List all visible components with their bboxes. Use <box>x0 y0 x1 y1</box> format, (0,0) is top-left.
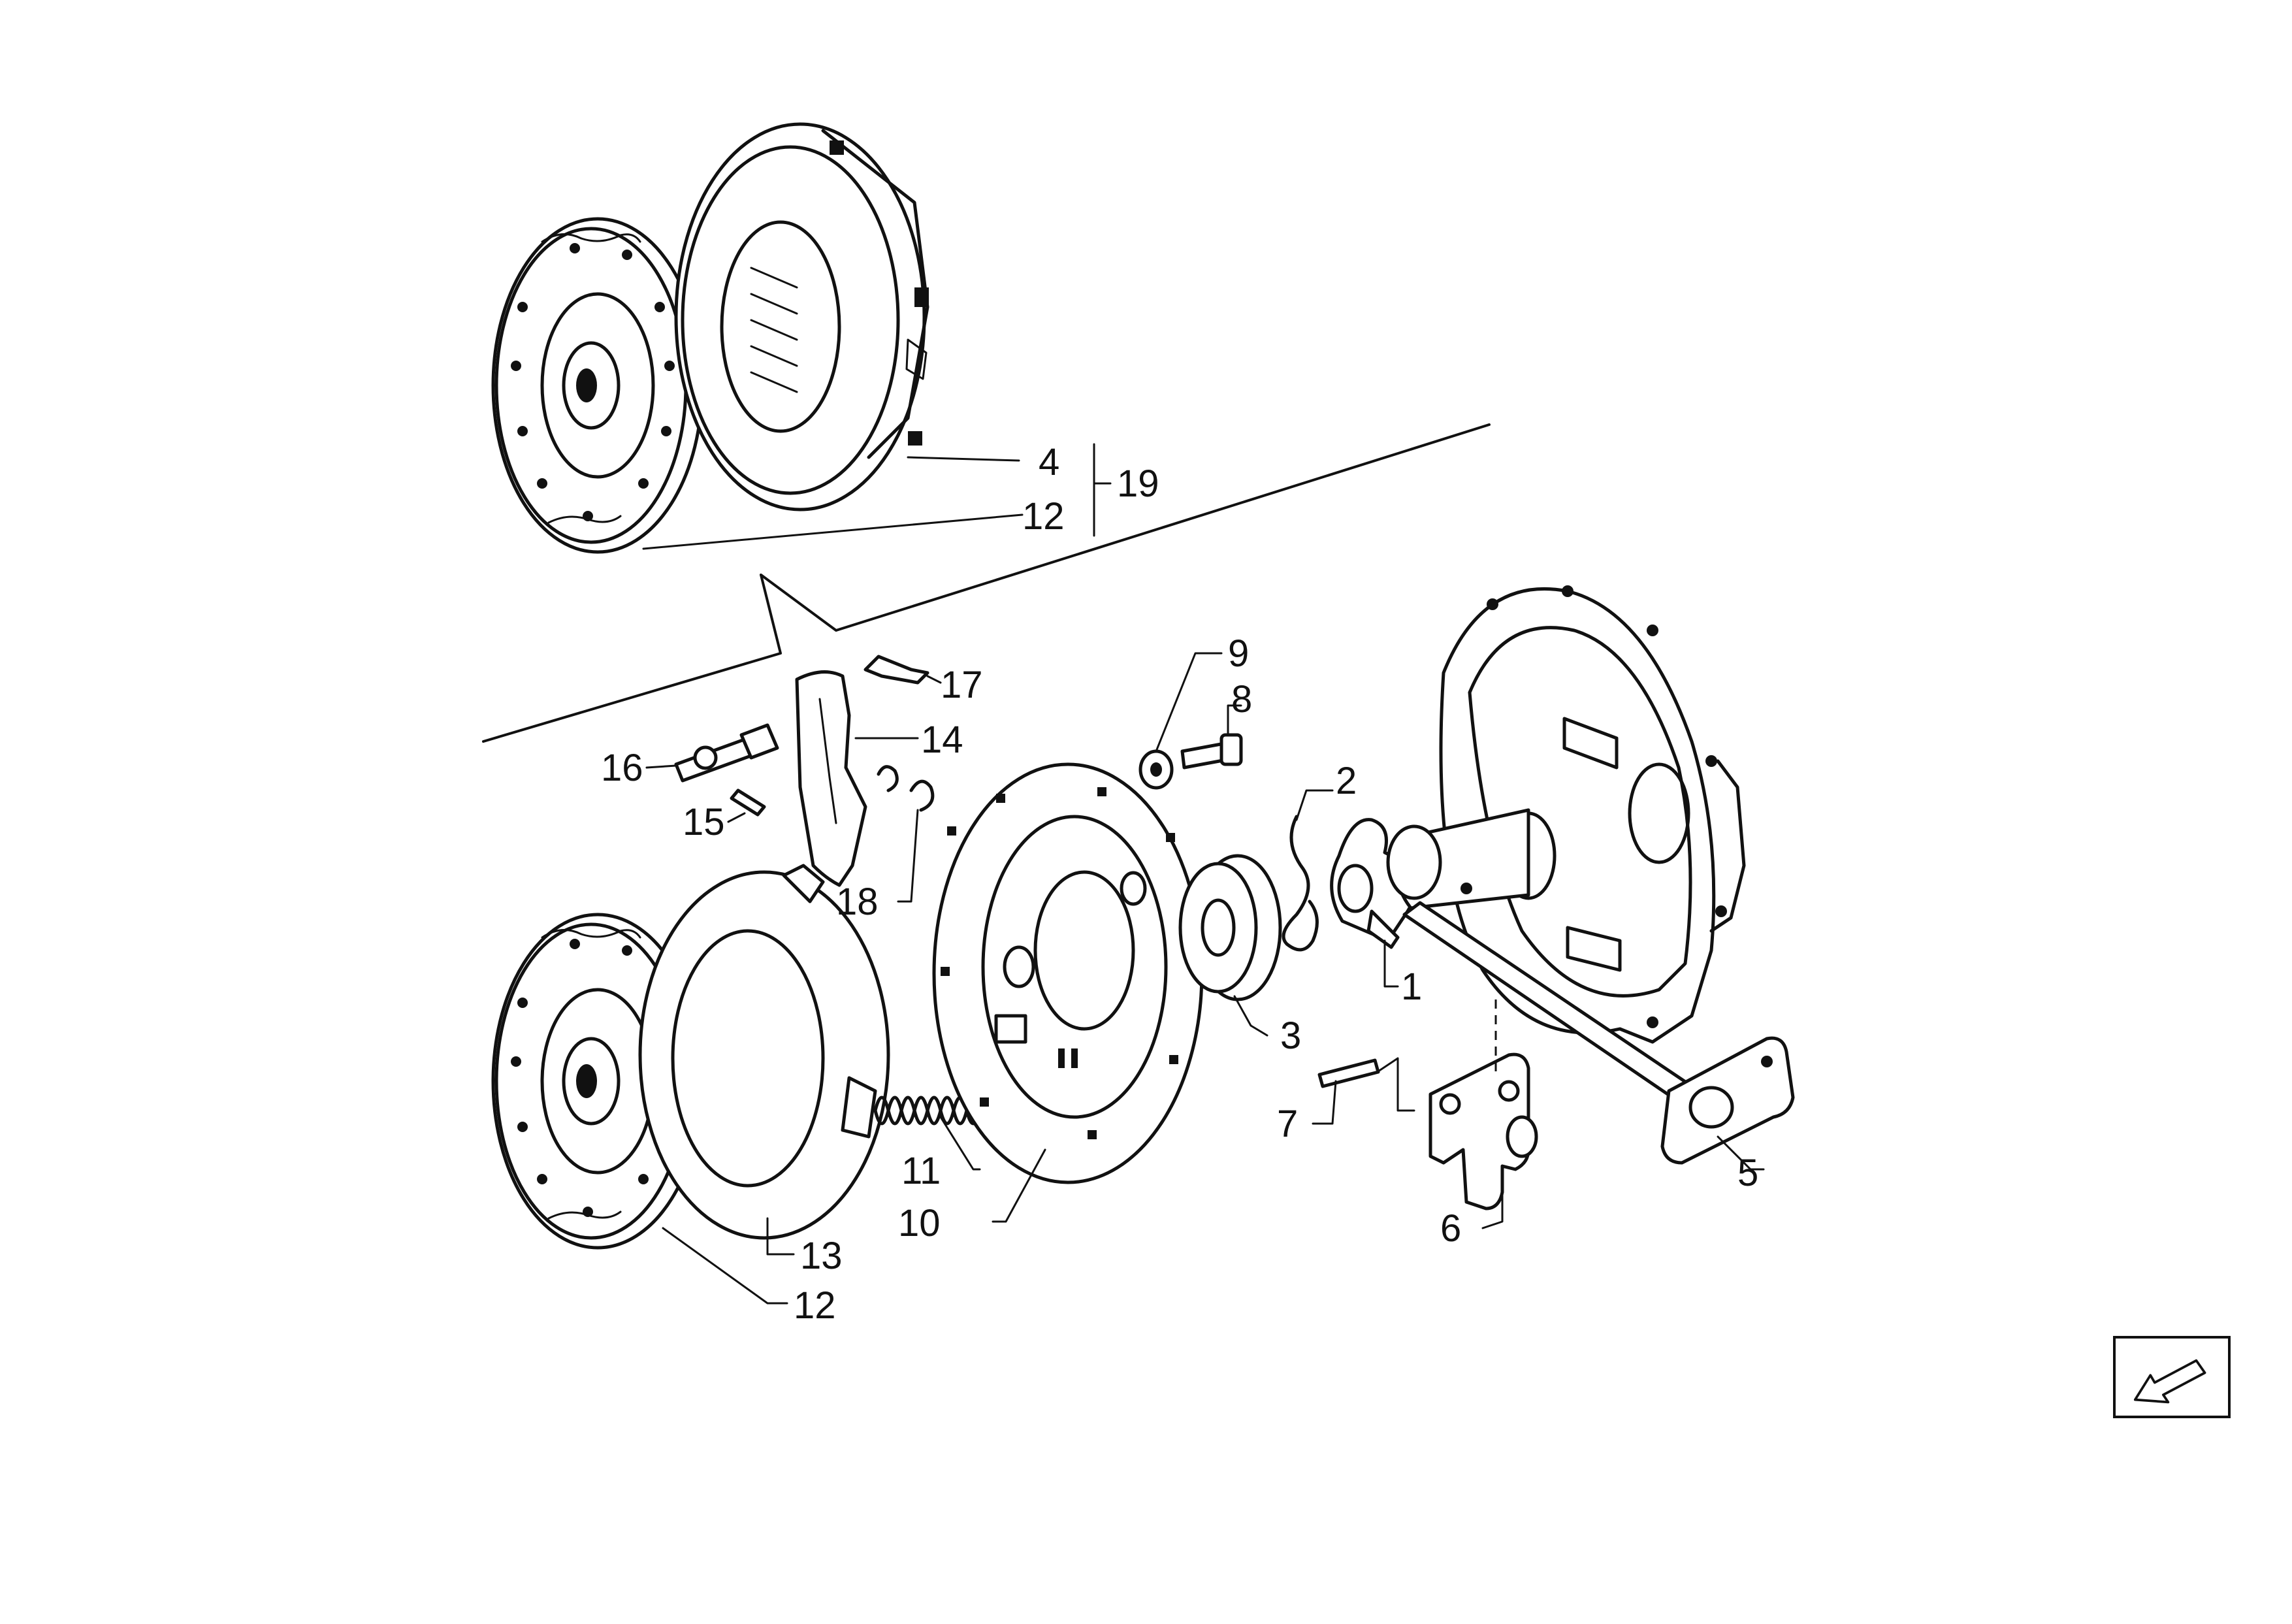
callout-1: 1 <box>1401 966 1422 1008</box>
navigate-back-button[interactable] <box>2113 1336 2231 1418</box>
lever-plate <box>864 655 929 685</box>
callout-15: 15 <box>683 801 725 843</box>
callout-10: 10 <box>898 1202 941 1244</box>
adjusting-stud <box>674 723 779 783</box>
clip <box>877 765 935 812</box>
callout-5: 5 <box>1737 1152 1758 1194</box>
callout-16: 16 <box>601 747 643 789</box>
callout-9: 9 <box>1228 632 1249 675</box>
cover-plate <box>932 762 1204 1184</box>
clutch-housing <box>1386 585 1746 1044</box>
bolt <box>1180 733 1243 770</box>
pressure-plate-top <box>674 122 929 512</box>
callout-13: 13 <box>800 1235 843 1277</box>
clutch-disc-top <box>491 217 704 554</box>
bearing-sleeve <box>1330 818 1419 949</box>
callout-2: 2 <box>1336 760 1357 802</box>
release-lever <box>795 670 867 887</box>
release-bearing <box>1178 854 1282 1001</box>
callout-19: 19 <box>1117 463 1159 505</box>
callout-4: 4 <box>1039 441 1059 483</box>
small-pin <box>730 788 766 817</box>
callout-14: 14 <box>921 719 963 761</box>
callout-17: 17 <box>941 664 983 706</box>
pressure-ring <box>638 864 890 1240</box>
separator-line <box>482 423 1491 743</box>
callout-6: 6 <box>1440 1207 1461 1250</box>
callout-3: 3 <box>1280 1015 1301 1057</box>
callout-7: 7 <box>1277 1103 1298 1145</box>
callout-8: 8 <box>1231 678 1252 721</box>
callout-12-top: 12 <box>1022 495 1065 538</box>
callout-12-bottom: 12 <box>794 1284 836 1327</box>
nut <box>1138 749 1174 790</box>
callout-11: 11 <box>901 1150 941 1192</box>
callout-18: 18 <box>836 881 879 923</box>
release-fork <box>1428 1052 1538 1210</box>
arrow-down-left-icon <box>2133 1359 2206 1404</box>
pin <box>1317 1058 1380 1088</box>
retaining-spring <box>1282 815 1319 952</box>
release-shaft <box>1402 901 1795 1165</box>
